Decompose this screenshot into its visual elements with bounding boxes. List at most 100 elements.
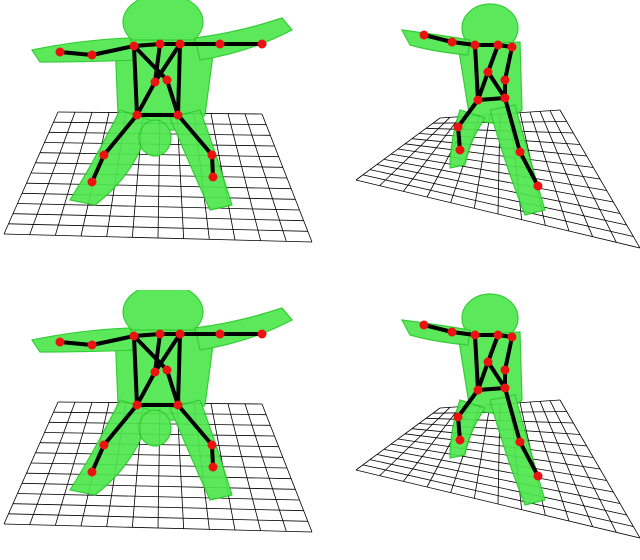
- joint-relbow: [215, 39, 225, 49]
- bone-lshoulder-lhip: [132, 334, 139, 407]
- grid-line: [529, 401, 570, 522]
- bone-lknee-lfoot: [90, 153, 106, 184]
- joint-lknee: [99, 150, 109, 160]
- near-leg-mesh: [489, 394, 546, 506]
- bone-rhip-rknee: [503, 96, 522, 154]
- body-mesh: [31, 0, 293, 211]
- joint-spine: [150, 367, 160, 377]
- bone-spine-lhip: [135, 370, 157, 407]
- panel-side-bottom: [355, 293, 640, 539]
- joint-rknee: [207, 150, 217, 160]
- joint-rhand: [257, 329, 267, 339]
- bone-rshoulder-rhip: [176, 332, 182, 407]
- grid-line: [227, 113, 262, 241]
- crotch-mesh: [138, 119, 172, 157]
- grid-line: [261, 113, 313, 243]
- bone-rshoulder-mid: [503, 45, 514, 82]
- joint-hand: [419, 30, 429, 40]
- joint-lhand: [55, 337, 65, 347]
- joint-lelbow: [87, 50, 97, 60]
- bone-lshoulder-lhip: [473, 333, 480, 392]
- joint-rshoulder: [175, 329, 185, 339]
- skeleton-bones: [58, 332, 264, 474]
- bone-rknee-rfoot: [518, 440, 540, 478]
- joint-rknee: [207, 440, 217, 450]
- right-leg-mesh: [169, 109, 233, 211]
- bone-lhip-rhip: [476, 386, 507, 392]
- joint-lhip: [473, 95, 483, 105]
- joint-hand: [419, 320, 429, 330]
- joint-rfoot: [533, 471, 543, 481]
- joint-neck: [493, 40, 503, 50]
- right-leg-mesh: [169, 399, 233, 501]
- grid-line: [529, 111, 570, 232]
- joint-rhand: [257, 39, 267, 49]
- grid-line: [539, 111, 594, 237]
- joint-lhand: [55, 47, 65, 57]
- bone-lhand-lelbow: [58, 340, 94, 347]
- joint-lhip: [473, 385, 483, 395]
- joint-rshoulder: [507, 332, 517, 342]
- left-leg-mesh: [69, 399, 151, 496]
- panel-side-top: [355, 3, 640, 249]
- joint-rfoot: [208, 462, 218, 472]
- joint-neck: [155, 39, 165, 49]
- bone-hand-elbow: [422, 323, 454, 334]
- bone-neck-spine: [153, 332, 162, 374]
- grid-line: [355, 469, 640, 539]
- joint-chest: [483, 67, 493, 77]
- grid-line: [244, 113, 287, 242]
- bone-lhip-lknee: [456, 388, 480, 419]
- joint-rshoulder: [507, 42, 517, 52]
- joint-chest: [162, 365, 172, 375]
- bone-spine-lhip: [135, 80, 157, 117]
- joint-elbow: [447, 327, 457, 337]
- joint-chest: [483, 357, 493, 367]
- bone-chest-lhip: [476, 70, 490, 102]
- joint-rknee: [515, 437, 525, 447]
- bone-rshoulder-rhip: [176, 42, 182, 117]
- panel-front-bottom: [3, 290, 313, 533]
- joint-relbow: [215, 329, 225, 339]
- skeleton-joints: [419, 320, 543, 481]
- panel-front-top: [3, 0, 313, 243]
- bone-rknee-rfoot: [518, 150, 540, 188]
- left-leg-mesh: [69, 109, 151, 206]
- bone-lhand-lelbow: [58, 50, 94, 57]
- grid-line: [362, 464, 634, 527]
- joint-lfoot: [87, 467, 97, 477]
- grid-line: [244, 403, 287, 532]
- joint-rknee: [515, 147, 525, 157]
- bone-lelbow-lshoulder: [90, 44, 136, 57]
- joint-rfoot: [533, 181, 543, 191]
- grid-line: [549, 110, 617, 243]
- bone-chest-rhip: [486, 360, 507, 390]
- joint-rfoot: [208, 172, 218, 182]
- bone-lhip-lknee: [102, 403, 139, 447]
- joint-lknee: [453, 412, 463, 422]
- joint-rhip: [500, 383, 510, 393]
- grid-line: [227, 403, 262, 531]
- bone-chest-rhip: [486, 70, 507, 100]
- bone-lshoulder-lhip: [132, 44, 139, 117]
- joint-lshoulder: [129, 331, 139, 341]
- bone-neck-chest: [486, 43, 500, 74]
- bone-rshoulder-spine: [153, 332, 182, 374]
- joint-mid: [500, 75, 510, 85]
- joint-lfoot: [455, 145, 465, 155]
- grid-line: [3, 523, 313, 533]
- grid-line: [8, 223, 308, 232]
- joint-lknee: [99, 440, 109, 450]
- joint-rhip: [173, 400, 183, 410]
- skeleton-joints: [419, 30, 543, 191]
- skeleton-joints: [55, 329, 267, 477]
- grid-line: [8, 513, 308, 522]
- crotch-mesh: [138, 409, 172, 447]
- joint-lknee: [453, 122, 463, 132]
- bone-chest-lhip: [476, 360, 490, 392]
- joint-lhip: [132, 400, 142, 410]
- bone-rhip-rknee: [503, 386, 522, 444]
- bone-lhip-lknee: [102, 113, 139, 157]
- grid-line: [3, 233, 313, 243]
- grid-line: [355, 179, 640, 249]
